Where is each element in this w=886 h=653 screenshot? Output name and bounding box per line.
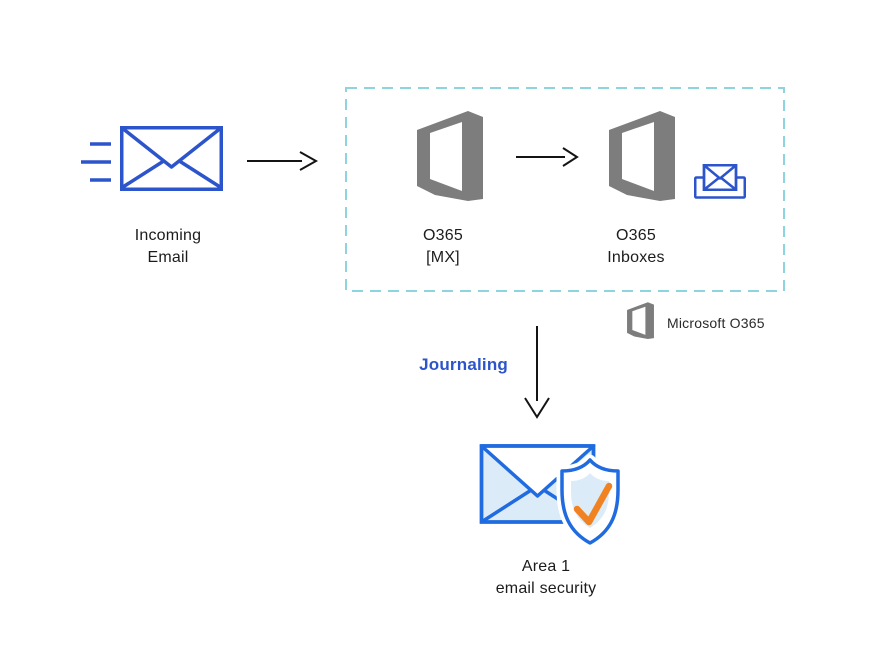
legend-label: Microsoft O365 [667, 315, 765, 331]
office-365-logo-icon [417, 111, 483, 201]
envelope-shield-check-icon [479, 444, 624, 549]
shield-check [556, 454, 624, 549]
incoming-email-label: Incoming Email [118, 225, 218, 269]
area1-label-line1: Area 1 [521, 558, 571, 575]
speed-lines-icon [81, 142, 111, 182]
o365-boundary-box [345, 87, 785, 292]
o365-mx-label: O365 [MX] [393, 225, 493, 269]
o365-inboxes-label-line2: Inboxes [607, 249, 665, 266]
area1-label-line2: email security [495, 580, 597, 597]
incoming-email-label-line1: Incoming [134, 227, 202, 244]
o365-inboxes-label-line1: O365 [616, 227, 656, 244]
arrow-down-icon [524, 326, 550, 419]
o365-mx-label-line1: O365 [423, 227, 463, 244]
arrow-right-icon [247, 151, 319, 171]
o365-mx-label-line2: [MX] [426, 249, 460, 266]
o365-inboxes-label: O365 Inboxes [586, 225, 686, 269]
inbox-envelope-icon [694, 164, 746, 199]
area1-label: Area 1 email security [446, 556, 646, 600]
office-365-logo-small-icon [627, 302, 654, 339]
incoming-email-label-line2: Email [147, 249, 189, 266]
incoming-envelope-icon [120, 126, 223, 191]
arrow-right-icon [516, 147, 579, 167]
office-365-logo-icon [609, 111, 675, 201]
checkmark-icon [573, 482, 613, 526]
journaling-label: Journaling [419, 355, 508, 374]
